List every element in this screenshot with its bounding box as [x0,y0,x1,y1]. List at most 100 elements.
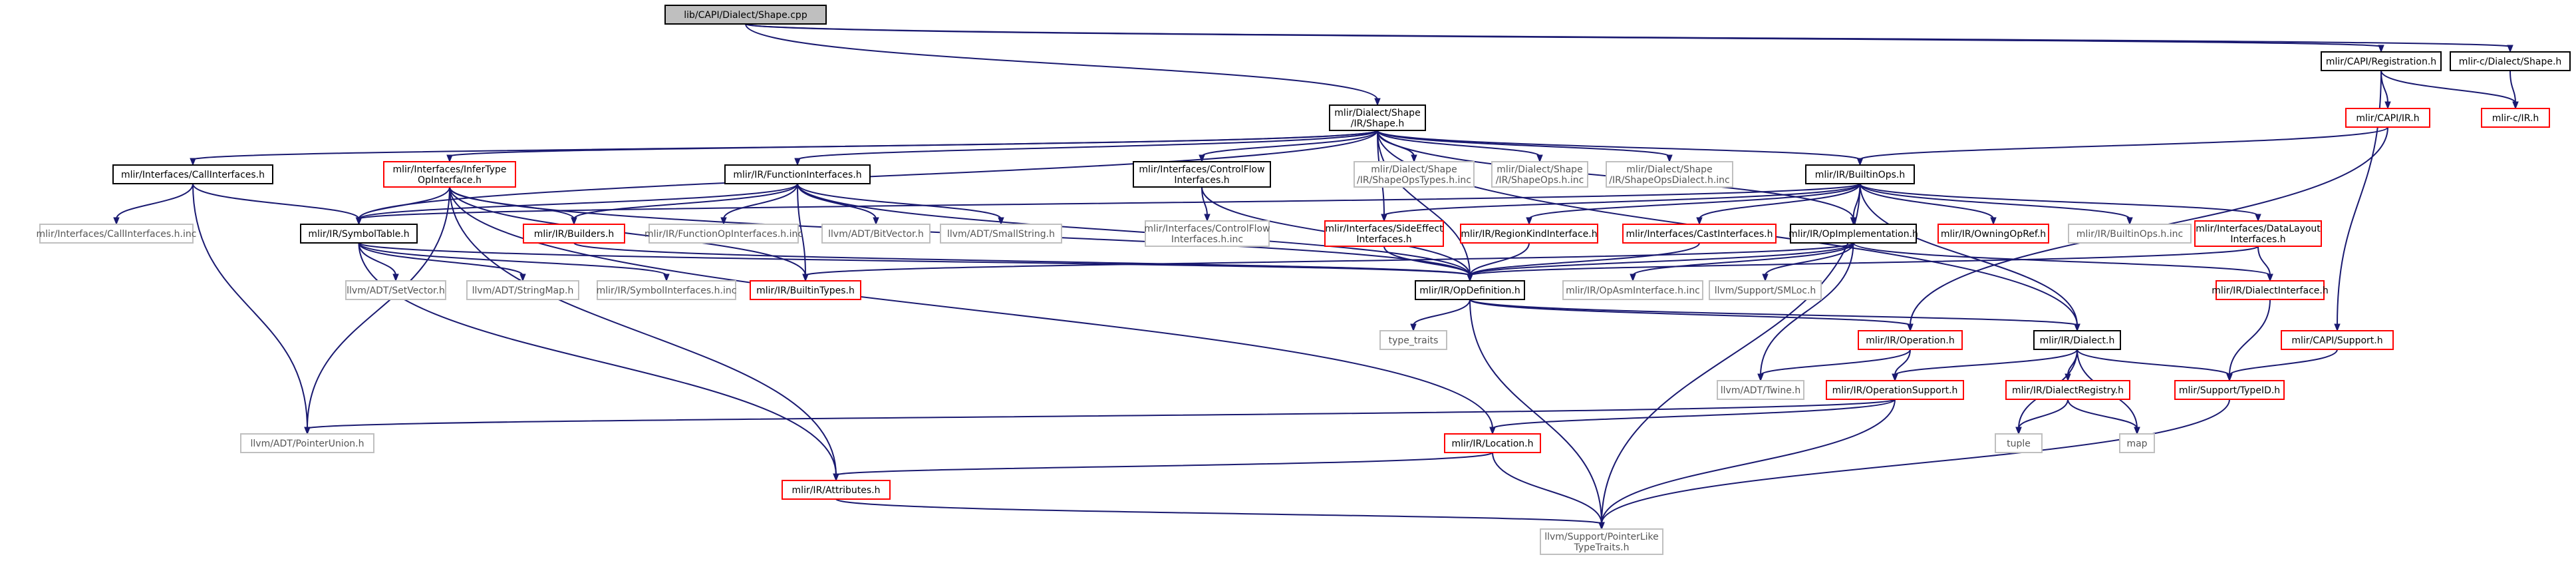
node-mlir-ir-regionkindinterface-h[interactable]: mlir/IR/RegionKindInterface.h [1460,224,1598,244]
node-mlir-ir-opasminterface-h-inc[interactable]: mlir/IR/OpAsmInterface.h.inc [1562,280,1703,300]
edge-n8-n18 [797,183,879,226]
node-tuple[interactable]: tuple [1995,433,2043,453]
node-mlir-ir-symbolinterfaces-h-inc[interactable]: mlir/IR/SymbolInterfaces.h.inc [597,280,737,300]
node-mlir-ir-builtintypes-h[interactable]: mlir/IR/BuiltinTypes.h [750,280,861,300]
node-mlir-ir-functionopinterfaces-h-inc[interactable]: mlir/IR/FunctionOpInterfaces.h.inc [644,224,803,244]
node-llvm-support-smloc-h[interactable]: llvm/Support/SMLoc.h [1709,280,1822,300]
edge-n38-n43 [2076,349,2233,382]
edge-n48-n49 [835,498,1605,530]
edge-n24-n31 [802,242,1854,282]
edge-n7-n15 [355,186,450,226]
node-mlir-ir-dialectregistry-h[interactable]: mlir/IR/DialectRegistry.h [2005,380,2130,400]
node-mlir-capi-registration-h[interactable]: mlir/CAPI/Registration.h [2321,51,2442,71]
node-box [940,224,1062,244]
edge-n2-n5 [2509,70,2519,110]
node-mlir-ir-dialectinterface-h[interactable]: mlir/IR/DialectInterface.h [2212,280,2329,300]
node-mlir-ir-operation-h[interactable]: mlir/IR/Operation.h [1858,330,1963,350]
node-mlir-capi-support-h[interactable]: mlir/CAPI/Support.h [2281,330,2394,350]
node-mlir-ir-builtinops-h-inc[interactable]: mlir/IR/BuiltinOps.h.inc [2068,224,2192,244]
node-label: mlir/IR/Operation.h [1866,335,1954,346]
node-mlir-dialect-shape-ir-shapeops-h-inc[interactable]: mlir/Dialect/Shape/IR/ShapeOps.h.inc [1491,161,1588,188]
node-box [383,161,516,188]
node-box [1491,161,1588,188]
node-mlir-dialect-shape-ir-shapeopsdialect-h-inc[interactable]: mlir/Dialect/Shape/IR/ShapeOpsDialect.h.… [1606,161,1733,188]
node-label: mlir/IR/SymbolInterfaces.h.inc [597,285,737,296]
node-mlir-c-dialect-shape-h[interactable]: mlir-c/Dialect/Shape.h [2450,51,2571,71]
node-label: mlir/Dialect/Shape [1497,164,1582,175]
node-label: mlir/Dialect/Shape [1334,108,1420,118]
node-llvm-adt-setvector-h[interactable]: llvm/ADT/SetVector.h [345,280,446,300]
node-label: mlir/IR/FunctionInterfaces.h [733,170,861,180]
node-llvm-adt-stringmap-h[interactable]: llvm/ADT/StringMap.h [466,280,579,300]
edge-n6-n14 [113,183,194,226]
node-mlir-ir-builtinops-h[interactable]: mlir/IR/BuiltinOps.h [1805,164,1915,184]
edge-n3-n11 [1377,130,1543,163]
edge-n37-n40 [1757,349,1911,382]
node-box [1562,280,1703,300]
node-mlir-ir-builders-h[interactable]: mlir/IR/Builders.h [523,224,625,244]
node-box [2033,330,2121,350]
node-box [1805,164,1915,184]
node-mlir-interfaces-controlflowinterfaces-h-inc[interactable]: mlir/Interfaces/ControlFlowInterfaces.h.… [1144,220,1270,247]
node-label: mlir/IR/BuiltinTypes.h [756,285,855,296]
node-llvm-adt-smallstring-h[interactable]: llvm/ADT/SmallString.h [940,224,1062,244]
node-label: Interfaces.h.inc [1171,234,1243,245]
node-label: mlir/IR/FunctionOpInterfaces.h.inc [644,229,803,240]
edge-n42-n46 [2015,399,2069,435]
node-mlir-ir-location-h[interactable]: mlir/IR/Location.h [1444,433,1541,453]
node-box [750,280,861,300]
edge-n0-n3 [745,23,1381,106]
edge-n13-n25 [1859,183,1997,226]
edge-n3-n13 [1377,130,1864,166]
node-map[interactable]: map [2119,433,2155,453]
edge-n0-n2 [745,23,2513,53]
node-label: llvm/ADT/PointerUnion.h [251,439,364,449]
node-llvm-adt-bitvector-h[interactable]: llvm/ADT/BitVector.h [821,224,930,244]
edge-n13-n26 [1859,183,2133,226]
node-mlir-capi-ir-h[interactable]: mlir/CAPI/IR.h [2345,108,2430,128]
edge-n38-n41 [1892,349,2078,382]
node-box [1324,220,1444,247]
node-llvm-adt-twine-h[interactable]: llvm/ADT/Twine.h [1717,380,1804,400]
node-type-traits[interactable]: type_traits [1379,330,1447,350]
node-label: mlir/Interfaces/CallInterfaces.h [121,170,265,180]
node-mlir-ir-opimplementation-h[interactable]: mlir/IR/OpImplementation.h [1789,224,1918,244]
node-mlir-dialect-shape-ir-shape-h[interactable]: mlir/Dialect/Shape/IR/Shape.h [1329,104,1426,131]
node-label: mlir/Interfaces/CastInterfaces.h [1626,229,1773,240]
node-label: TypeTraits.h [1574,542,1630,553]
node-box [2174,380,2285,400]
node-mlir-ir-symboltable-h[interactable]: mlir/IR/SymbolTable.h [300,224,418,244]
node-mlir-ir-attributes-h[interactable]: mlir/IR/Attributes.h [782,480,891,500]
node-mlir-support-typeid-h[interactable]: mlir/Support/TypeID.h [2174,380,2285,400]
node-mlir-ir-owningopref-h[interactable]: mlir/IR/OwningOpRef.h [1937,224,2049,244]
edge-n39-n43 [2226,349,2338,382]
edge-n23-n32 [1467,242,1700,282]
node-mlir-dialect-shape-ir-shapeopstypes-h-inc[interactable]: mlir/Dialect/Shape/IR/ShapeOpsTypes.h.in… [1354,161,1475,188]
node-mlir-ir-functioninterfaces-h[interactable]: mlir/IR/FunctionInterfaces.h [724,164,871,184]
node-mlir-interfaces-castinterfaces-h[interactable]: mlir/Interfaces/CastInterfaces.h [1622,224,1777,244]
node-mlir-ir-operationsupport-h[interactable]: mlir/IR/OperationSupport.h [1826,380,1964,400]
node-box [1145,220,1270,247]
node-box [1717,380,1804,400]
node-mlir-ir-dialect-h[interactable]: mlir/IR/Dialect.h [2033,330,2121,350]
node-mlir-c-ir-h[interactable]: mlir-c/IR.h [2481,108,2550,128]
node-label: mlir/IR/RegionKindInterface.h [1461,229,1597,240]
node-mlir-interfaces-callinterfaces-h[interactable]: mlir/Interfaces/CallInterfaces.h [112,164,273,184]
node-box [597,280,736,300]
node-box [1826,380,1964,400]
edge-n32-n38 [1469,299,2080,332]
edge-n24-n32 [1467,242,1854,282]
edge-n8-n16 [571,183,798,226]
node-llvm-adt-pointerunion-h[interactable]: llvm/ADT/PointerUnion.h [240,433,374,453]
node-mlir-interfaces-callinterfaces-h-inc[interactable]: mlir/Interfaces/CallInterfaces.h.inc [37,224,197,244]
edge-n15-n29 [358,242,526,282]
node-mlir-ir-opdefinition-h[interactable]: mlir/IR/OpDefinition.h [1415,280,1525,300]
node-lib-capi-dialect-shape-cpp[interactable]: lib/CAPI/Dialect/Shape.cpp [664,5,827,25]
node-label: mlir/Interfaces/SideEffect [1325,224,1443,234]
edge-n24-n33 [1630,242,1854,282]
